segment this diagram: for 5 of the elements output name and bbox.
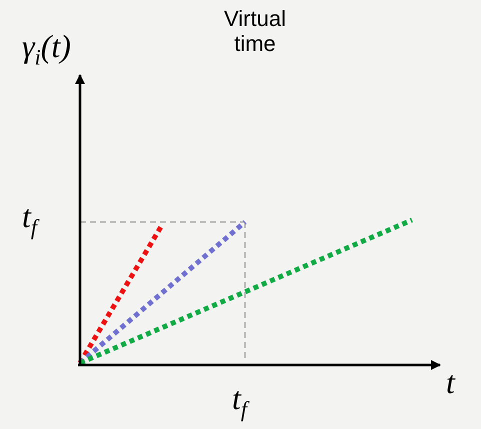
axis-label: γ$_{i}$(t) [22, 30, 71, 68]
tick-label: t$_{f}$ [232, 382, 248, 420]
axis-label: t [446, 366, 455, 398]
axis-title: Virtual time [223, 6, 287, 57]
tick-label: t$_{f}$ [22, 200, 38, 238]
